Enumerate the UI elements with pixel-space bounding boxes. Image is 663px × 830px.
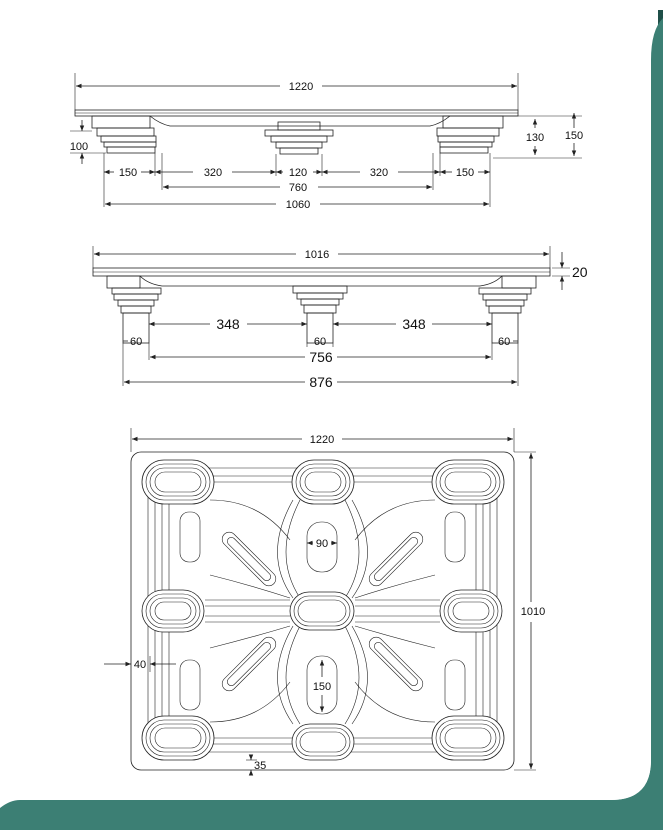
dim-120: 120 xyxy=(289,167,307,179)
end-foot-center xyxy=(292,285,348,344)
dim-760: 760 xyxy=(289,182,307,194)
dim-150-plan: 150 xyxy=(313,681,331,693)
dim-100: 100 xyxy=(70,141,88,153)
plan-foot-bc xyxy=(291,723,355,761)
dim-1016: 1016 xyxy=(305,249,329,261)
dim-35: 35 xyxy=(254,760,266,772)
dim-1060: 1060 xyxy=(286,199,310,211)
dim-150-right: 150 xyxy=(456,167,474,179)
end-foot-left xyxy=(106,275,162,344)
dim-348-left: 348 xyxy=(216,316,240,332)
plan-foot-ml xyxy=(141,589,205,633)
side-foot-center xyxy=(264,121,334,155)
dim-130: 130 xyxy=(526,132,544,144)
side-foot-left xyxy=(91,115,157,154)
dim-60-right: 60 xyxy=(498,336,510,348)
dim-1220-side: 1220 xyxy=(289,81,313,93)
side-view: 1220 xyxy=(70,73,583,211)
plan-foot-bl xyxy=(141,715,215,761)
dim-1220-plan: 1220 xyxy=(310,434,334,446)
dim-150-height: 150 xyxy=(565,130,583,142)
dim-60-left: 60 xyxy=(130,336,142,348)
plan-foot-tr xyxy=(431,459,505,505)
plan-view: 1220 1010 xyxy=(104,428,545,776)
dim-320-right: 320 xyxy=(370,167,388,179)
plan-feet xyxy=(141,459,505,761)
plan-foot-br xyxy=(431,715,505,761)
end-foot-right xyxy=(478,275,537,344)
plan-outline xyxy=(130,451,515,771)
dim-756: 756 xyxy=(309,349,333,365)
plan-foot-tl xyxy=(141,459,215,505)
dim-348-right: 348 xyxy=(402,316,426,332)
dim-20: 20 xyxy=(572,264,588,280)
dim-150-left: 150 xyxy=(119,167,137,179)
dim-60-center: 60 xyxy=(314,336,326,348)
dim-90: 90 xyxy=(316,538,328,550)
dim-40: 40 xyxy=(134,659,146,671)
end-view: 1016 20 xyxy=(92,246,588,390)
dim-876: 876 xyxy=(309,374,333,390)
plan-foot-tc xyxy=(291,459,355,505)
dim-320-left: 320 xyxy=(204,167,222,179)
plan-foot-mc xyxy=(289,591,355,631)
dim-1010: 1010 xyxy=(521,606,545,618)
side-foot-right xyxy=(436,115,504,154)
plan-foot-mr xyxy=(439,589,503,633)
